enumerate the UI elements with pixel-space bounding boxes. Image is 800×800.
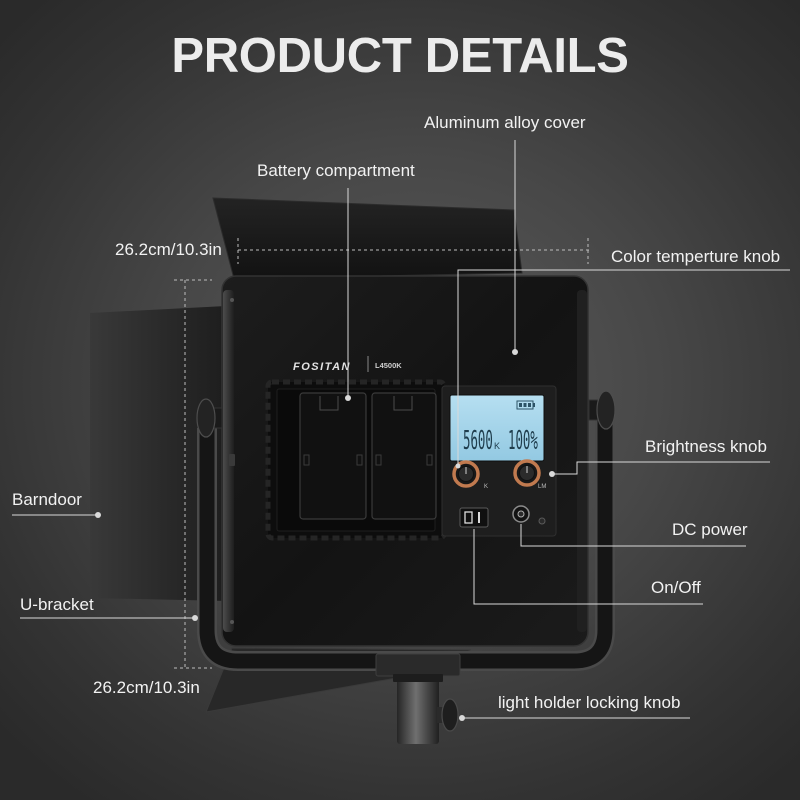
leader-dot-u-bracket bbox=[192, 615, 198, 621]
label-width-dimension: 26.2cm/10.3in bbox=[115, 240, 222, 259]
left-barndoor bbox=[90, 306, 228, 601]
light-panel: FOSITAN L4500K bbox=[221, 275, 589, 647]
battery-level-bar bbox=[528, 403, 531, 407]
battery-guide bbox=[303, 454, 310, 466]
height-dimension-line bbox=[174, 279, 212, 669]
bracket-knob-wing bbox=[596, 390, 616, 430]
leader-dot-brightness-knob bbox=[549, 471, 555, 477]
battery-plate-right bbox=[371, 392, 437, 520]
label-on-off: On/Off bbox=[651, 578, 701, 597]
leader-dot-locking-knob bbox=[459, 715, 465, 721]
battery-latch bbox=[319, 396, 339, 411]
power-switch-off-mark bbox=[464, 511, 473, 524]
battery-latch bbox=[393, 396, 413, 411]
battery-level-icon bbox=[516, 400, 535, 410]
label-color-temperature-knob: Color temperture knob bbox=[611, 247, 781, 266]
brightness-knob-label: LM bbox=[538, 484, 546, 490]
callout-lines bbox=[12, 140, 790, 721]
battery-level-tip bbox=[533, 403, 535, 407]
dc-jack-icon bbox=[517, 510, 525, 518]
brightness-knob bbox=[513, 459, 541, 487]
label-brightness-knob: Brightness knob bbox=[645, 437, 767, 456]
dc-power-port bbox=[512, 505, 530, 523]
label-locking-knob: light holder locking knob bbox=[498, 693, 681, 712]
battery-plate bbox=[299, 392, 367, 520]
control-panel: 5600 K 100% K LM bbox=[441, 385, 557, 537]
label-battery-compartment: Battery compartment bbox=[257, 161, 415, 180]
brand-logo: FOSITAN bbox=[293, 361, 351, 373]
width-dimension-line bbox=[237, 238, 590, 264]
model-label: L4500K bbox=[375, 361, 402, 370]
control-panel-screw bbox=[538, 517, 546, 525]
battery-level-bar bbox=[519, 403, 522, 407]
panel-screw bbox=[230, 620, 234, 624]
lcd-screen bbox=[449, 394, 545, 462]
holder-collar bbox=[393, 674, 443, 682]
lcd-color-temperature-unit: K bbox=[494, 441, 500, 451]
battery-compartment bbox=[265, 379, 447, 541]
right-bracket-knob bbox=[588, 390, 616, 430]
battery-guide bbox=[426, 454, 433, 466]
label-barndoor: Barndoor bbox=[12, 490, 82, 509]
leader-color-temperature-knob bbox=[457, 269, 790, 466]
battery-guide bbox=[356, 454, 363, 466]
locking-knob bbox=[441, 698, 459, 732]
label-height-dimension: 26.2cm/10.3in bbox=[93, 678, 200, 697]
battery-guide bbox=[375, 454, 382, 466]
holder-tube bbox=[397, 674, 439, 744]
leader-on-off bbox=[473, 529, 703, 605]
top-barndoor bbox=[212, 197, 523, 280]
panel-screw bbox=[230, 298, 234, 302]
panel-right-edge bbox=[577, 290, 587, 632]
page-title: PRODUCT DETAILS bbox=[171, 29, 629, 83]
label-u-bracket: U-bracket bbox=[20, 595, 94, 614]
panel-left-edge bbox=[223, 290, 234, 632]
bracket-knob-wing bbox=[196, 398, 216, 438]
battery-level-bar bbox=[523, 403, 527, 407]
label-dc-power: DC power bbox=[672, 520, 748, 539]
color-temperature-knob-label: K bbox=[484, 484, 488, 490]
leader-brightness-knob bbox=[552, 461, 770, 475]
left-bracket-knob bbox=[196, 398, 223, 438]
holder-plate bbox=[375, 653, 461, 677]
leader-dot-battery-compartment bbox=[345, 395, 351, 401]
label-aluminum-alloy-cover: Aluminum alloy cover bbox=[424, 113, 586, 132]
color-temperature-knob bbox=[452, 460, 480, 488]
power-switch bbox=[459, 507, 489, 528]
power-switch-on-mark bbox=[478, 512, 480, 523]
leader-dot-color-temperature-knob bbox=[455, 463, 461, 469]
lcd-color-temperature: 5600 bbox=[463, 425, 493, 456]
battery-plate bbox=[371, 392, 437, 520]
leader-dc-power bbox=[520, 524, 746, 547]
lcd-brightness: 100% bbox=[508, 425, 538, 456]
power-switch-icon bbox=[464, 511, 480, 524]
leader-dot-aluminum-alloy-cover bbox=[512, 349, 518, 355]
leader-dot-barndoor bbox=[95, 512, 101, 518]
light-holder bbox=[375, 653, 461, 744]
battery-plate-left bbox=[299, 392, 367, 520]
power-switch-housing bbox=[459, 507, 489, 528]
panel-side-slot bbox=[229, 454, 235, 466]
